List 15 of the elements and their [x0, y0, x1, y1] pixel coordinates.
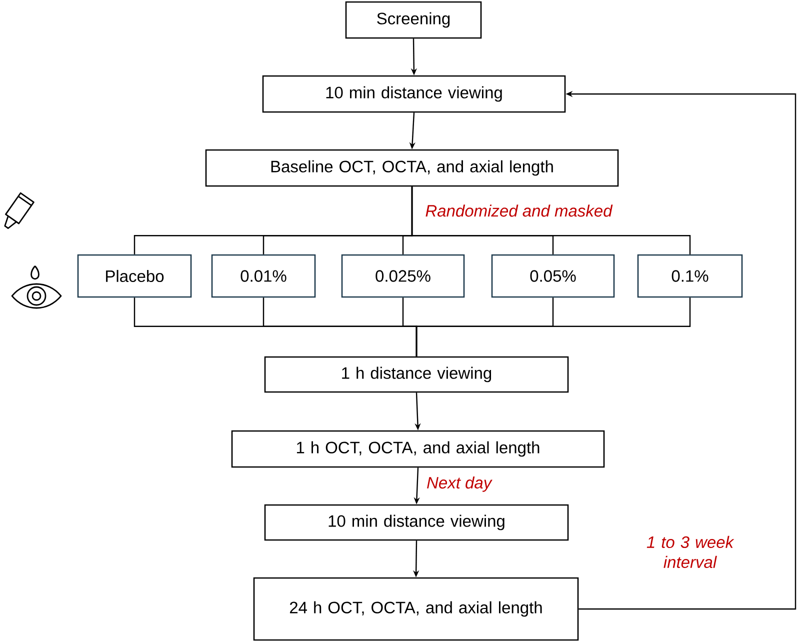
- step-box: Baseline OCT, OCTA, and axial length: [205, 149, 619, 187]
- dose-box: 0.05%: [491, 254, 615, 298]
- edge-label: 1 to 3 week interval: [634, 534, 746, 570]
- dose-box: 0.025%: [341, 254, 465, 298]
- dose-box: Placebo: [77, 254, 192, 298]
- dose-box: 0.01%: [211, 254, 316, 298]
- step-box: 24 h OCT, OCTA, and axial length: [253, 577, 579, 641]
- step-box: 10 min distance viewing: [262, 75, 566, 113]
- step-box: Screening: [345, 1, 482, 39]
- edge-label: Randomized and masked: [424, 204, 614, 218]
- step-box: 1 h OCT, OCTA, and axial length: [231, 430, 605, 468]
- step-box: 1 h distance viewing: [264, 356, 569, 393]
- step-box: 10 min distance viewing: [264, 504, 569, 541]
- edge-label: Next day: [426, 475, 493, 493]
- dose-box: 0.1%: [637, 254, 743, 298]
